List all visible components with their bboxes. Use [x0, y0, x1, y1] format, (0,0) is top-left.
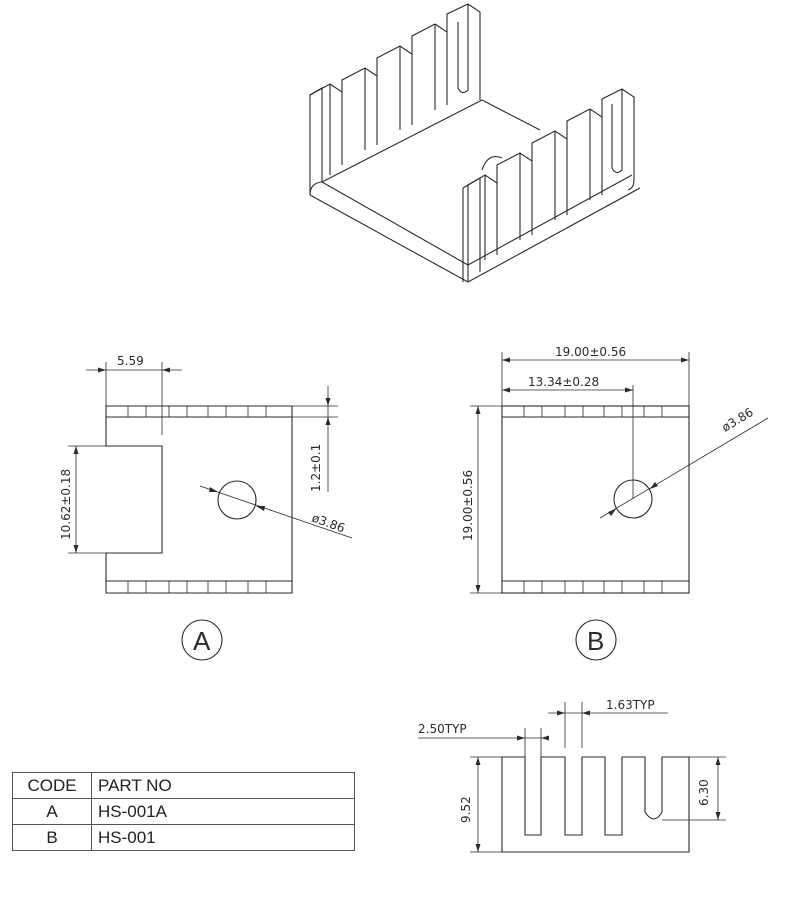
dim-a-slot-width: 5.59 [117, 354, 144, 368]
dim-b-hole-offset: 13.34±0.28 [528, 375, 599, 389]
table-header-code: CODE [12, 772, 92, 799]
table-row: B HS-001 [12, 824, 355, 851]
view-b-label: B [587, 626, 604, 656]
part-code-table: CODE PART NO A HS-001A B HS-001 [12, 772, 355, 851]
dim-fin-thickness: 1.63TYP [606, 698, 655, 712]
view-a [68, 362, 353, 661]
table-cell-part-no: HS-001 [91, 824, 355, 851]
view-a-label: A [193, 626, 211, 656]
fin-profile [418, 702, 726, 853]
dim-fin-gap: 2.50TYP [418, 722, 467, 736]
dim-a-opening-height: 10.62±0.18 [59, 469, 73, 540]
table-header-part-no: PART NO [91, 772, 355, 799]
table-header-row: CODE PART NO [12, 772, 355, 799]
isometric-view [309, 3, 641, 283]
dim-b-hole: ø3.86 [719, 405, 755, 435]
dim-a-thickness: 1.2±0.1 [309, 444, 323, 492]
view-b [470, 352, 769, 661]
table-cell-code: B [12, 824, 92, 851]
dim-fin-height: 9.52 [459, 796, 473, 823]
dim-b-height: 19.00±0.56 [461, 470, 475, 541]
table-row: A HS-001A [12, 798, 355, 825]
dim-fin-slot-depth: 6.30 [697, 779, 711, 806]
dim-a-hole: ø3.86 [310, 511, 347, 536]
table-cell-code: A [12, 798, 92, 825]
dim-b-width: 19.00±0.56 [555, 345, 626, 359]
table-cell-part-no: HS-001A [91, 798, 355, 825]
